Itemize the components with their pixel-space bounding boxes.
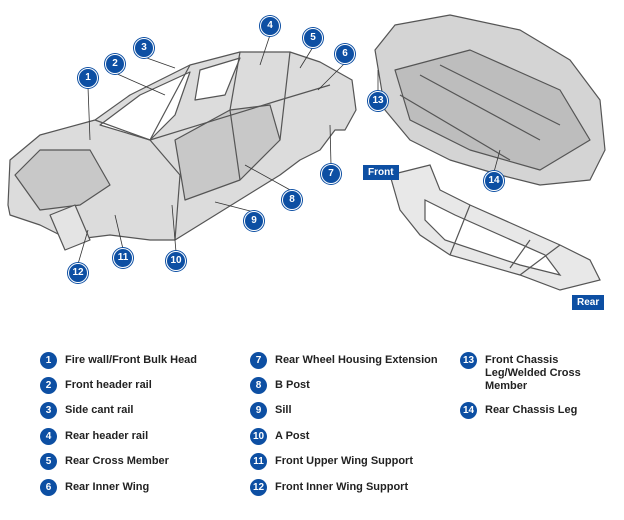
callout-11: 11 [113,248,133,268]
legend-badge: 10 [250,428,267,445]
rear-tag: Rear [572,295,605,310]
legend-item: 10 A Post [250,428,454,445]
legend-label: Side cant rail [65,404,134,416]
callout-9: 9 [244,211,264,231]
callout-7: 7 [321,164,341,184]
legend-badge: 5 [40,453,57,470]
legend-label: B Post [275,379,310,391]
legend-item: 3 Side cant rail [40,402,244,419]
legend-label: A Post [275,430,310,442]
legend-item: 4 Rear header rail [40,428,244,445]
callout-5: 5 [303,28,323,48]
legend-label: Rear header rail [65,430,149,442]
callout-10: 10 [166,251,186,271]
legend-badge: 8 [250,377,267,394]
callout-12: 12 [68,263,88,283]
legend-badge: 11 [250,453,267,470]
legend-item: 2 Front header rail [40,377,244,394]
leader-lines [77,34,501,265]
legend-item: 12 Front Inner Wing Support [250,479,454,496]
legend-label: Fire wall/Front Bulk Head [65,354,198,366]
callout-6: 6 [335,44,355,64]
callout-1: 1 [78,68,98,88]
chassis-frame-illustration [389,164,601,291]
car-body-illustration [7,14,606,291]
legend-badge: 14 [460,402,477,419]
callout-3: 3 [134,38,154,58]
legend-label: Front Chassis Leg/Welded Cross Member [485,354,581,392]
legend-badge: 9 [250,402,267,419]
legend-item: 5 Rear Cross Member [40,453,244,470]
legend-label: Rear Inner Wing [65,481,150,493]
legend-label: Sill [275,404,292,416]
callout-2: 2 [105,54,125,74]
legend-badge: 6 [40,479,57,496]
legend-item: 9 Sill [250,402,454,419]
legend-item: 13 Front Chassis Leg/Welded Cross Member [460,352,620,393]
callout-13: 13 [368,91,388,111]
legend-label: Front Inner Wing Support [275,481,409,493]
legend-badge: 2 [40,377,57,394]
callout-14: 14 [484,171,504,191]
legend-badge: 4 [40,428,57,445]
legend-item: 14 Rear Chassis Leg [460,402,620,419]
legend-item: 7 Rear Wheel Housing Extension [250,352,454,369]
callout-4: 4 [260,16,280,36]
legend-badge: 7 [250,352,267,369]
legend-item: 1 Fire wall/Front Bulk Head [40,352,244,369]
legend-badge: 1 [40,352,57,369]
callout-8: 8 [282,190,302,210]
legend-label: Front Upper Wing Support [275,455,413,467]
legend-label: Rear Wheel Housing Extension [275,354,438,366]
legend-badge: 12 [250,479,267,496]
legend-item: 6 Rear Inner Wing [40,479,244,496]
legend-label: Front header rail [65,379,152,391]
front-tag: Front [363,165,399,180]
legend-item: 8 B Post [250,377,454,394]
legend-label: Rear Chassis Leg [485,404,578,416]
legend-badge: 3 [40,402,57,419]
legend-label: Rear Cross Member [65,455,169,467]
legend-badge: 13 [460,352,477,369]
legend-item: 11 Front Upper Wing Support [250,453,454,470]
